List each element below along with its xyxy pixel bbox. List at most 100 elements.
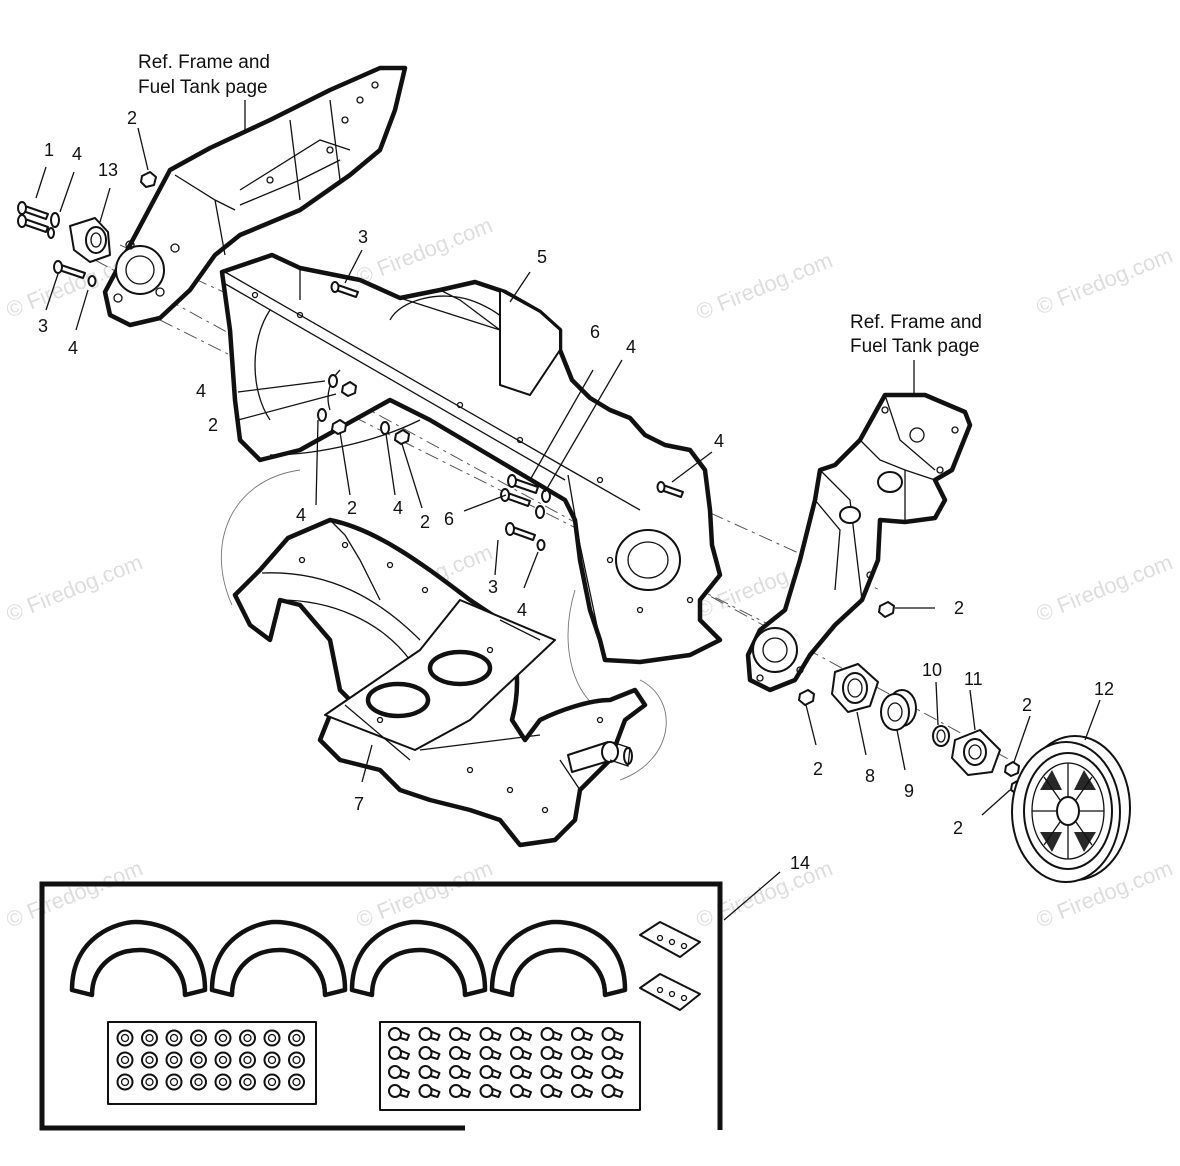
nut-2 <box>394 429 410 445</box>
carriage-bolt <box>540 1046 563 1060</box>
callout: 4 <box>68 338 78 358</box>
housing-bearing-hole <box>615 529 681 591</box>
slide-shoe-pads <box>639 921 701 1011</box>
bearing-flange-8 <box>831 663 879 713</box>
flange-nut <box>141 1073 158 1091</box>
watermark: © Firedog.com <box>3 549 146 626</box>
carriage-bolt <box>540 1027 563 1041</box>
carriage-bolt <box>540 1084 563 1098</box>
washer-4 <box>380 421 390 435</box>
watermark: © Firedog.com <box>1033 242 1176 319</box>
carriage-bolt <box>571 1027 593 1041</box>
washer-4 <box>541 489 551 503</box>
carriage-bolt <box>510 1046 532 1060</box>
callout: 2 <box>813 759 823 779</box>
left-hardware <box>17 171 157 287</box>
flange-nut <box>288 1051 305 1069</box>
callout: 10 <box>922 660 942 680</box>
watermark: © Firedog.com <box>693 247 836 324</box>
washer-4 <box>50 212 60 228</box>
callout: 1 <box>44 140 54 160</box>
watermark: © Firedog.com <box>353 212 496 289</box>
flange-nut <box>141 1029 158 1047</box>
carriage-bolt <box>418 1084 441 1098</box>
auger-assembly-7 <box>232 517 648 848</box>
callout: 2 <box>420 512 430 532</box>
flange-nut <box>190 1029 207 1047</box>
flange-nut <box>214 1029 232 1047</box>
carriage-bolt <box>418 1065 441 1079</box>
callout: 11 <box>964 669 983 689</box>
reference-line-1: Ref. Frame and <box>138 52 270 73</box>
nut-2 <box>140 171 157 188</box>
bolt-grid <box>388 1027 624 1098</box>
carriage-bolt <box>449 1065 471 1079</box>
nut-2 <box>878 601 895 618</box>
watermark: © Firedog.com <box>3 855 146 932</box>
reference-line-2: Fuel Tank page <box>850 336 980 357</box>
carriage-bolt <box>479 1046 502 1060</box>
nut-pack <box>107 1021 317 1105</box>
flange-nut <box>263 1029 281 1047</box>
carriage-bolt <box>388 1027 410 1041</box>
callout: 2 <box>347 498 357 518</box>
pulley-12 <box>1011 735 1131 883</box>
carriage-bolt <box>479 1084 502 1098</box>
callout: 3 <box>488 577 498 597</box>
carriage-bolt <box>418 1046 441 1060</box>
carriage-bolt <box>388 1084 410 1098</box>
callout: 4 <box>196 381 206 401</box>
reference-line-2: Fuel Tank page <box>138 77 268 98</box>
flange-nut <box>214 1073 232 1091</box>
carriage-bolt <box>571 1084 593 1098</box>
flange-nut <box>263 1073 281 1091</box>
washer-4 <box>47 227 55 239</box>
callout: 4 <box>296 505 306 525</box>
callout: 2 <box>208 415 218 435</box>
flange-nut <box>116 1029 134 1047</box>
flange-nut <box>141 1051 158 1069</box>
washer-4 <box>87 275 97 287</box>
ring-10 <box>932 725 950 747</box>
flange-nut <box>190 1073 207 1091</box>
carriage-bolt <box>540 1065 563 1079</box>
carriage-bolt <box>601 1065 624 1079</box>
watermark: © Firedog.com <box>693 855 836 932</box>
carriage-bolt <box>510 1027 532 1041</box>
callout: 2 <box>127 108 137 128</box>
flange-nut <box>288 1029 305 1047</box>
flange-nut <box>165 1029 183 1047</box>
carriage-bolt <box>601 1027 624 1041</box>
flange-nut <box>288 1073 305 1091</box>
bolt-3 <box>53 260 86 279</box>
carriage-bolt <box>571 1065 593 1079</box>
callout: 2 <box>1022 695 1032 715</box>
callout: 4 <box>626 337 636 357</box>
callout: 8 <box>865 766 875 786</box>
right-side-plate <box>745 392 973 693</box>
callout: 4 <box>714 431 724 451</box>
washer-4 <box>317 408 327 422</box>
auger-housing <box>219 252 723 665</box>
callout: 4 <box>393 498 403 518</box>
carriage-bolt <box>449 1084 471 1098</box>
carriage-bolt <box>510 1084 532 1098</box>
washer-4 <box>328 374 338 388</box>
scraper-shoe-set <box>69 919 628 998</box>
nut-grid <box>116 1029 305 1091</box>
bearing-9 <box>880 689 917 731</box>
watermark: © Firedog.com <box>1033 549 1176 626</box>
flange-nut <box>214 1051 232 1069</box>
carriage-bolt <box>449 1027 471 1041</box>
left-side-plate <box>102 65 408 328</box>
flange-nut <box>116 1073 134 1091</box>
callout: 4 <box>517 600 527 620</box>
flange-nut <box>239 1029 256 1047</box>
callout: 3 <box>38 316 48 336</box>
callout: 5 <box>537 247 547 267</box>
right-hardware <box>798 601 1026 795</box>
bearing-flange-11 <box>951 729 1001 776</box>
bolt-1 <box>17 201 49 233</box>
callout: 14 <box>790 853 810 873</box>
